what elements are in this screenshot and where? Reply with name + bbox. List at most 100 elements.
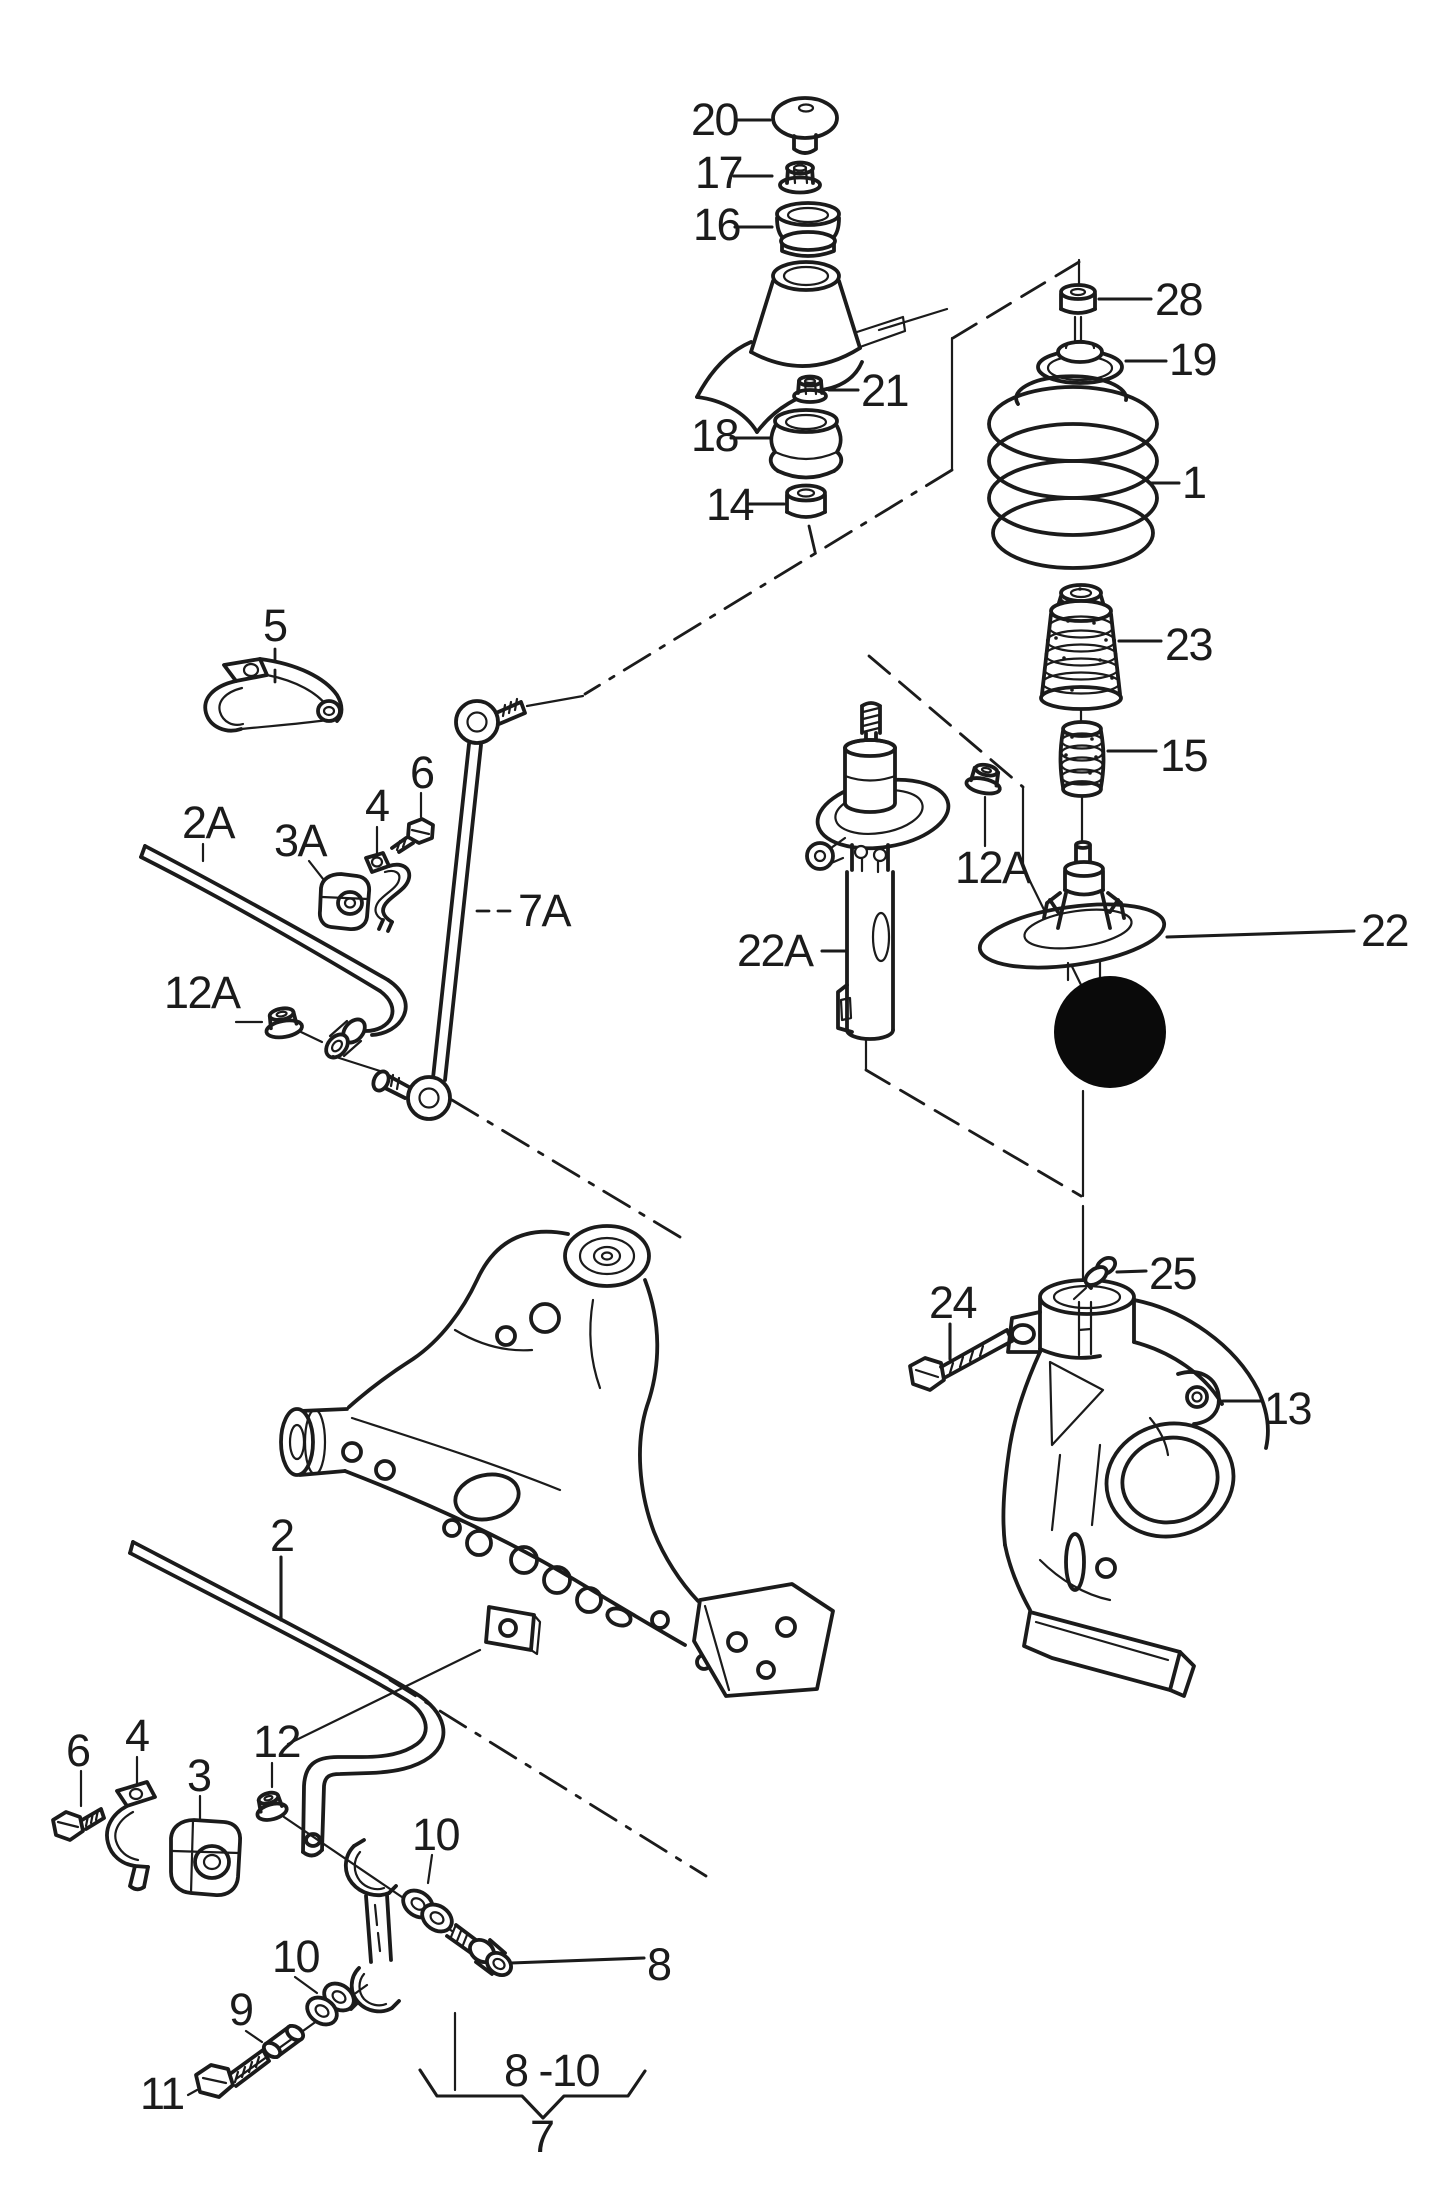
- hole: [193, 1844, 231, 1880]
- part-label-12a-left: 12A: [164, 967, 241, 1018]
- leader-8: [509, 1956, 646, 1965]
- hole: [341, 1441, 363, 1463]
- thread-tick: [389, 1073, 401, 1091]
- hole: [980, 766, 992, 774]
- arm-lower-edge: [343, 1469, 687, 1647]
- seat-dome: [1064, 339, 1096, 350]
- hole: [600, 1251, 614, 1261]
- nut-flange: [964, 776, 1002, 796]
- control-arm: [279, 1224, 835, 1698]
- bushing-side: [1059, 292, 1097, 311]
- foot: [128, 1864, 150, 1892]
- nut-12a-left: [264, 1006, 304, 1040]
- strut-mount-stack: [695, 96, 907, 519]
- hole: [796, 488, 816, 498]
- hole: [336, 890, 364, 916]
- rib: [1060, 768, 1104, 786]
- hook-inner: [353, 1850, 386, 1891]
- coil-spring-1: [987, 374, 1159, 570]
- part-label-range-8-10: 8 -10: [504, 2045, 600, 2096]
- guide-line: [450, 1098, 692, 1245]
- part-label-22: 22: [1361, 905, 1408, 956]
- head-side: [474, 1938, 507, 1976]
- strap: [105, 1804, 150, 1869]
- cone: [1056, 891, 1112, 930]
- rod-thread: [860, 701, 882, 735]
- bar-edge: [131, 1540, 446, 1852]
- thread-tick: [861, 706, 881, 734]
- nut-flange-17: [778, 175, 822, 195]
- nut-top: [785, 160, 815, 176]
- hole-inner: [1191, 1391, 1203, 1403]
- hook: [203, 679, 243, 733]
- large-hole: [453, 1472, 521, 1522]
- bolt-shaft: [939, 1328, 1014, 1379]
- part-label-1: 1: [1182, 457, 1206, 508]
- spring-strut-stack: [977, 283, 1356, 1088]
- leader-11: [186, 2088, 199, 2097]
- bar-edge: [139, 855, 382, 993]
- stop-side: [1058, 729, 1106, 789]
- hole: [492, 1957, 506, 1971]
- hub-bore: [1120, 1435, 1220, 1525]
- guide-line: [583, 468, 954, 696]
- part-label-10-lower: 10: [272, 1931, 320, 1982]
- part-label-12: 12: [253, 1716, 300, 1767]
- part-label-25: 25: [1149, 1248, 1197, 1299]
- hole: [529, 1302, 561, 1334]
- bushing-base: [785, 510, 827, 519]
- part-label-10-upper: 10: [412, 1809, 460, 1860]
- hole: [784, 413, 828, 431]
- strap-hole: [304, 1832, 322, 1848]
- bushing-side: [785, 493, 827, 514]
- left-edge: [1003, 1543, 1032, 1612]
- rib: [1060, 756, 1104, 774]
- funnel-base: [749, 346, 862, 368]
- pointer-tab-to-bar: [286, 1648, 482, 1746]
- inner-sweep: [1132, 1340, 1224, 1406]
- head-facet: [914, 1368, 940, 1379]
- washers-10-upper: [401, 1888, 454, 1934]
- hole: [1069, 287, 1087, 297]
- strap-inner: [374, 869, 401, 922]
- part-label-3a: 3A: [274, 815, 328, 866]
- split-line: [171, 1818, 241, 1895]
- coil: [987, 459, 1159, 537]
- arm-upper-edge: [347, 1229, 570, 1409]
- hole: [495, 1325, 517, 1347]
- tab-hole: [498, 1618, 518, 1638]
- nut-12: [255, 1790, 289, 1822]
- pointer-eye-to-stud: [331, 1054, 382, 1073]
- cylinder-top: [843, 738, 897, 758]
- hole: [322, 705, 336, 717]
- seat-hub: [1056, 340, 1104, 364]
- part-label-13: 13: [1264, 1383, 1312, 1434]
- hook-inner: [218, 686, 245, 726]
- cap-stem: [792, 133, 818, 155]
- part-label-14: 14: [706, 479, 754, 530]
- clamp-base: [1038, 1347, 1102, 1360]
- thread-tick: [84, 1808, 100, 1828]
- bushing-28: [1059, 283, 1097, 301]
- cup-flange: [779, 230, 837, 252]
- washer-hole: [429, 1911, 445, 1925]
- thread-tick: [233, 2055, 261, 2084]
- guide-line: [951, 260, 1081, 340]
- head-end: [485, 1950, 513, 1978]
- coil: [991, 496, 1155, 570]
- hole: [418, 1087, 440, 1109]
- washer-hole: [331, 1990, 347, 2004]
- guide-line: [807, 524, 818, 558]
- web-line: [1148, 1416, 1170, 1457]
- boot-top: [1059, 583, 1103, 603]
- part-label-5: 5: [263, 600, 287, 651]
- rib: [1060, 744, 1104, 762]
- seat-inner: [1023, 908, 1133, 950]
- link-shaft: [431, 742, 483, 1082]
- tab: [115, 1780, 157, 1808]
- part-label-19: 19: [1169, 334, 1216, 385]
- bushing-14: [785, 483, 827, 503]
- strap: [381, 862, 412, 924]
- spacer-end: [284, 2023, 306, 2043]
